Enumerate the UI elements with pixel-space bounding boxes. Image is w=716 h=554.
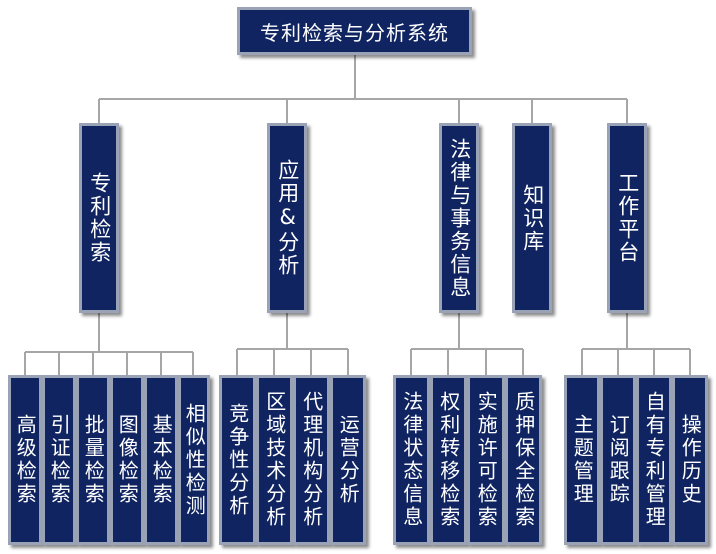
- leaf-operation-analysis: 运营分析: [330, 375, 366, 545]
- leaf-regional-tech-analysis: 区域技术分析: [256, 375, 293, 545]
- leaf-label: 运营分析: [336, 414, 361, 506]
- leaf-similarity-detection: 相似性检测: [178, 375, 210, 545]
- leaf-label: 自有专利管理: [642, 391, 667, 529]
- leaf-agency-analysis: 代理机构分析: [293, 375, 330, 545]
- leaf-basic-search: 基本检索: [144, 375, 178, 545]
- leaf-label: 区域技术分析: [262, 391, 287, 529]
- leaf-advanced-search: 高级检索: [8, 375, 42, 545]
- root-title: 专利检索与分析系统: [260, 20, 449, 45]
- leaf-label: 引证检索: [47, 414, 72, 506]
- leaf-citation-search: 引证检索: [42, 375, 76, 545]
- leaf-label: 批量检索: [81, 414, 106, 506]
- leaf-subscription-tracking: 订阅跟踪: [600, 375, 636, 545]
- leaf-label: 图像检索: [115, 414, 140, 506]
- leaf-own-patent-management: 自有专利管理: [636, 375, 672, 545]
- leaf-label: 基本检索: [149, 414, 174, 506]
- leaf-pledge-preservation-search: 质押保全检索: [505, 375, 542, 545]
- leaf-batch-search: 批量检索: [76, 375, 110, 545]
- category-patent-search: 专利检索: [79, 123, 119, 313]
- category-knowledge-base: 知识库: [512, 123, 552, 313]
- root-node: 专利检索与分析系统: [237, 7, 472, 55]
- leaf-license-search: 实施许可检索: [467, 375, 505, 545]
- leaf-legal-status-info: 法律状态信息: [393, 375, 430, 545]
- category-legal-affairs: 法律与事务信息: [439, 123, 479, 313]
- leaf-label: 竞争性分析: [225, 402, 250, 518]
- leaf-label: 代理机构分析: [299, 391, 324, 529]
- leaf-label: 法律状态信息: [399, 391, 424, 529]
- leaf-image-search: 图像检索: [110, 375, 144, 545]
- leaf-rights-transfer-search: 权利转移检索: [430, 375, 467, 545]
- leaf-label: 订阅跟踪: [606, 414, 631, 506]
- category-label: 应用&分析: [275, 159, 300, 277]
- category-application-analysis: 应用&分析: [267, 123, 307, 313]
- leaf-topic-management: 主题管理: [564, 375, 600, 545]
- category-label: 专利检索: [87, 172, 112, 264]
- category-workspace: 工作平台: [607, 123, 647, 313]
- leaf-label: 实施许可检索: [474, 391, 499, 529]
- leaf-label: 权利转移检索: [436, 391, 461, 529]
- leaf-label: 高级检索: [13, 414, 38, 506]
- leaf-label: 主题管理: [570, 414, 595, 506]
- category-label: 法律与事务信息: [447, 137, 472, 299]
- leaf-label: 操作历史: [678, 414, 703, 506]
- category-label: 知识库: [520, 183, 545, 253]
- category-label: 工作平台: [615, 172, 640, 264]
- leaf-competitive-analysis: 竞争性分析: [219, 375, 256, 545]
- leaf-label: 质押保全检索: [511, 391, 536, 529]
- leaf-label: 相似性检测: [182, 402, 207, 518]
- leaf-operation-history: 操作历史: [672, 375, 708, 545]
